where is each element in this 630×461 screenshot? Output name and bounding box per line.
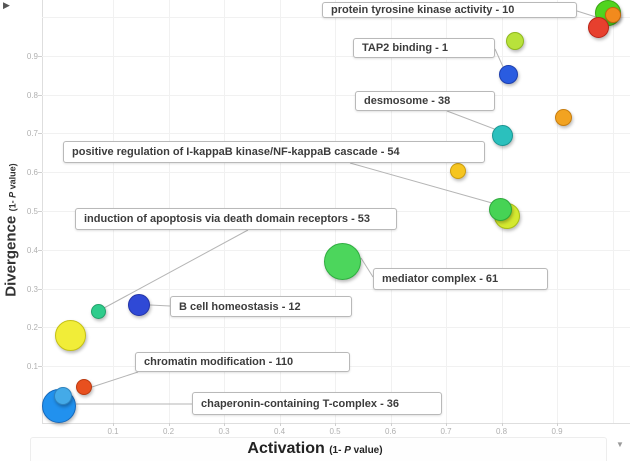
x-tick-mark (279, 423, 281, 426)
mediator-complex-bubble[interactable] (324, 242, 362, 280)
x-tick-label: 0.7 (440, 427, 452, 436)
y-tick-label: 0.2 (26, 323, 38, 333)
x-tick-label: 0.4 (273, 427, 286, 436)
desmosome-leader-line (446, 110, 498, 131)
x-tick-mark (113, 423, 114, 426)
nf-kappab-cascade-label[interactable]: positive regulation of I-kappaB kinase/N… (63, 141, 485, 163)
y-tick-label: 0.9 (26, 51, 38, 61)
y-tick-mark (38, 211, 42, 212)
x-tick-mark (390, 423, 392, 426)
x-tick-label: 0.2 (162, 427, 175, 436)
chaperonin-containing-t-complex-label[interactable]: chaperonin-containing T-complex - 36 (192, 392, 442, 415)
y-tick-label: 0.4 (26, 245, 38, 255)
axis-scroll-down-icon[interactable]: ▼ (616, 440, 624, 449)
y-tick-mark (38, 366, 42, 368)
y-tick-mark (38, 55, 42, 57)
desmosome-bubble[interactable] (492, 125, 514, 147)
x-axis-title-strip (30, 437, 607, 461)
y-axis-title: Divergence (1- P value) (2, 163, 20, 297)
y-tick-label: 0.7 (26, 129, 38, 139)
x-tick-label: 0.5 (329, 427, 341, 436)
y-gridline (42, 288, 630, 290)
b-cell-homeostasis-label[interactable]: B cell homeostasis - 12 (170, 296, 352, 317)
y-tick-mark (38, 249, 42, 251)
panel-collapse-icon[interactable]: ▶ (3, 0, 10, 10)
b-cell-homeostasis-leader-line (149, 304, 171, 307)
y-gridline (42, 172, 630, 174)
y-gridline (42, 55, 630, 57)
tap2-binding-label[interactable]: TAP2 binding - 1 (353, 38, 495, 58)
x-tick-mark (446, 423, 447, 426)
y-tick-mark (38, 133, 42, 135)
x-axis-title: Activation (1- P value) (247, 440, 383, 457)
nf-kappab-cascade-bubble[interactable] (489, 198, 513, 222)
y-tick-label: 0.1 (26, 362, 38, 372)
mediator-complex-label[interactable]: mediator complex - 61 (373, 268, 548, 290)
b-cell-homeostasis-bubble[interactable] (128, 293, 151, 316)
x-tick-mark (168, 423, 170, 426)
y-tick-label: 0.6 (26, 168, 38, 178)
y-tick-label: 0.8 (26, 90, 38, 100)
y-tick-mark (38, 94, 42, 96)
induction-of-apoptosis-label[interactable]: induction of apoptosis via death domain … (75, 208, 397, 230)
x-axis-line (42, 423, 630, 424)
chromatin-modification-label[interactable]: chromatin modification - 110 (135, 352, 350, 372)
protein-tyrosine-kinase-activity-label[interactable]: protein tyrosine kinase activity - 10 (322, 2, 577, 18)
nf-kappab-cascade-leader-line (349, 162, 493, 204)
induction-of-apoptosis-bubble[interactable] (90, 304, 106, 320)
unlabeled-orange-top-right-bubble[interactable] (605, 7, 622, 24)
y-tick-label: 0.3 (26, 284, 38, 294)
y-gridline (42, 327, 630, 329)
x-tick-label: 0.6 (384, 427, 397, 436)
desmosome-label[interactable]: desmosome - 38 (355, 91, 495, 111)
y-gridline (42, 94, 630, 96)
x-tick-mark (335, 423, 336, 426)
unlabeled-red-top-right-bubble[interactable] (588, 16, 610, 38)
unlabeled-yellow-big-bubble[interactable] (54, 319, 86, 351)
x-tick-mark (501, 423, 503, 426)
x-tick-label: 0.1 (107, 427, 119, 436)
unlabeled-orange-mid-bubble[interactable] (554, 109, 572, 127)
y-tick-mark (38, 327, 42, 329)
x-tick-label: 0.3 (218, 427, 230, 436)
y-tick-mark (38, 288, 42, 290)
x-tick-label: 0.9 (551, 427, 563, 436)
unlabeled-yellow-green-bubble[interactable] (505, 32, 524, 51)
x-tick-label: 0.8 (495, 427, 508, 436)
y-gridline (42, 133, 630, 135)
x-tick-mark (224, 423, 225, 426)
x-tick-mark (557, 423, 558, 426)
chromatin-modification-leader-line (91, 371, 139, 388)
unlabeled-gold-small-bubble[interactable] (450, 163, 467, 180)
y-tick-mark (38, 172, 42, 174)
y-tick-label: 0.5 (26, 207, 38, 216)
chromatin-modification-bubble[interactable] (76, 379, 93, 396)
mediator-complex-leader-line (360, 257, 374, 278)
unlabeled-light-blue-bubble[interactable] (54, 387, 73, 406)
tap2-binding-bubble[interactable] (498, 65, 518, 85)
